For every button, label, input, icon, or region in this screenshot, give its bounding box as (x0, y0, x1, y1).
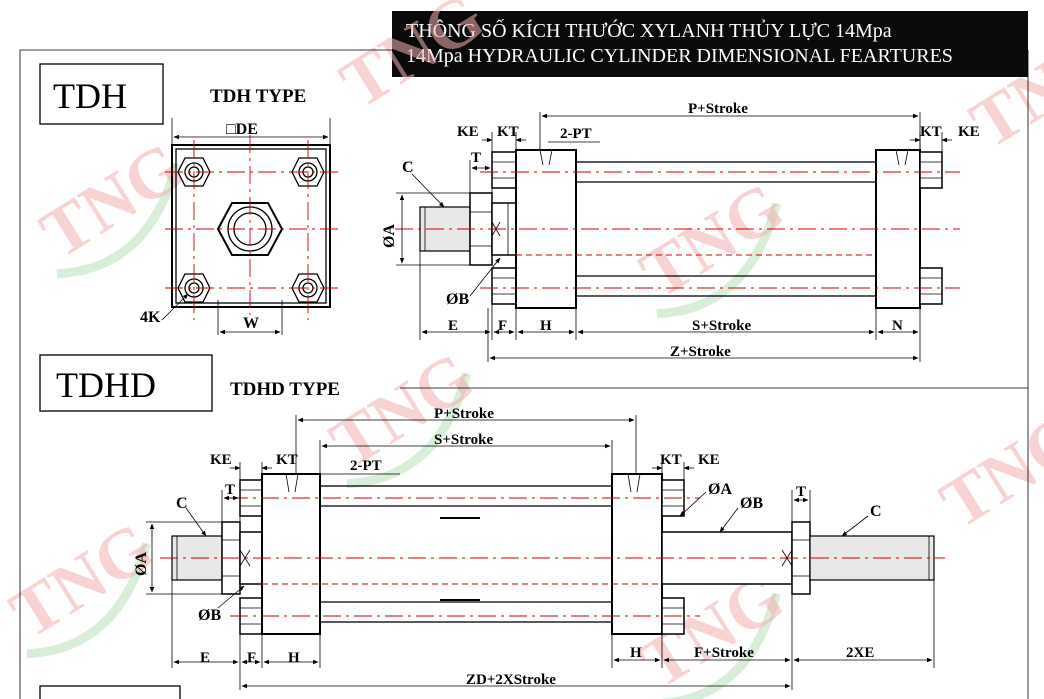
dim-p-stroke: P+Stroke (688, 101, 748, 117)
tdh-type-label: TDH TYPE (210, 86, 306, 107)
dim-kt-left: KT (276, 452, 298, 468)
tie-rod-nut (491, 267, 517, 305)
dim-kt-right: KT (660, 452, 682, 468)
dim-p-stroke: P+Stroke (434, 406, 494, 422)
dim-zd-stroke: ZD+2XStroke (466, 672, 556, 688)
tie-rod-nut (919, 267, 943, 305)
tdhd-box-label: TDHD (56, 365, 156, 405)
tdh-end-view: □DE W 4K (140, 118, 338, 335)
dim-s-stroke: S+Stroke (434, 432, 493, 448)
watermark-text: TNG (628, 168, 797, 314)
dim-pt: 2-PT (560, 126, 592, 142)
dim-w: W (243, 315, 259, 332)
dim-a-right: ØA (708, 481, 732, 498)
dim-h-left: H (288, 650, 300, 666)
dim-ke-left: KE (210, 452, 232, 468)
dim-h-right: H (630, 645, 642, 661)
dim-f: F (247, 650, 256, 666)
next-label-box (39, 685, 181, 699)
dim-2xe: 2XE (846, 645, 874, 661)
dim-z-stroke: Z+Stroke (670, 344, 731, 360)
dim-f-stroke: F+Stroke (694, 645, 754, 661)
tdh-label-box (39, 63, 164, 125)
tdh-box-label: TDH (53, 76, 127, 116)
dim-kt-right: KT (920, 124, 942, 140)
watermark-text: TNG (958, 18, 1044, 164)
dim-a: ØA (381, 224, 398, 248)
dim-n: N (892, 318, 903, 334)
tdhd-label-box (39, 354, 213, 412)
dim-c-left: C (176, 495, 188, 512)
watermark-text: TNG (328, 0, 497, 124)
dim-ke-left: KE (457, 124, 479, 140)
title-english: 14Mpa HYDRAULIC CYLINDER DIMENSIONAL FEA… (406, 45, 953, 67)
dim-a-left: ØA (133, 552, 150, 576)
dim-e: E (448, 318, 458, 334)
tie-rod-nut (919, 151, 943, 189)
tdhd-type-label: TDHD TYPE (230, 379, 340, 400)
dim-f: F (498, 318, 507, 334)
dim-b-right: ØB (740, 495, 763, 512)
dim-t: T (471, 150, 481, 166)
dim-e: E (200, 650, 210, 666)
dim-ke-right: KE (958, 124, 980, 140)
dim-h: H (540, 318, 552, 334)
watermark-text: TNG (0, 508, 167, 654)
watermark-text: TNG (928, 398, 1044, 544)
tdh-side-view: P+Stroke KE KT 2-PT KT KE T C ØA ØB (381, 101, 980, 362)
tie-rod-nut (491, 151, 517, 189)
title-vietnamese: THÔNG SỐ KÍCH THƯỚC XYLANH THỦY LỰC 14Mp… (406, 20, 892, 42)
end-plate (171, 144, 331, 308)
dim-kt-left: KT (497, 124, 519, 140)
dim-4k: 4K (140, 309, 161, 326)
dim-de: □DE (226, 121, 258, 138)
dim-ke-right: KE (698, 452, 720, 468)
dim-t-right: T (796, 484, 806, 500)
dim-c: C (402, 159, 414, 176)
dim-s-stroke: S+Stroke (692, 318, 751, 334)
dim-b: ØB (446, 291, 469, 308)
frame-line (19, 49, 392, 699)
header-banner: THÔNG SỐ KÍCH THƯỚC XYLANH THỦY LỰC 14Mp… (392, 11, 1028, 77)
tdhd-side-view: P+Stroke S+Stroke KE KT 2-PT KT KE T C Ø… (133, 406, 945, 690)
dim-b-left: ØB (198, 607, 221, 624)
dim-c-right: C (870, 503, 882, 520)
dim-t-left: T (225, 482, 235, 498)
dim-pt: 2-PT (350, 458, 382, 474)
